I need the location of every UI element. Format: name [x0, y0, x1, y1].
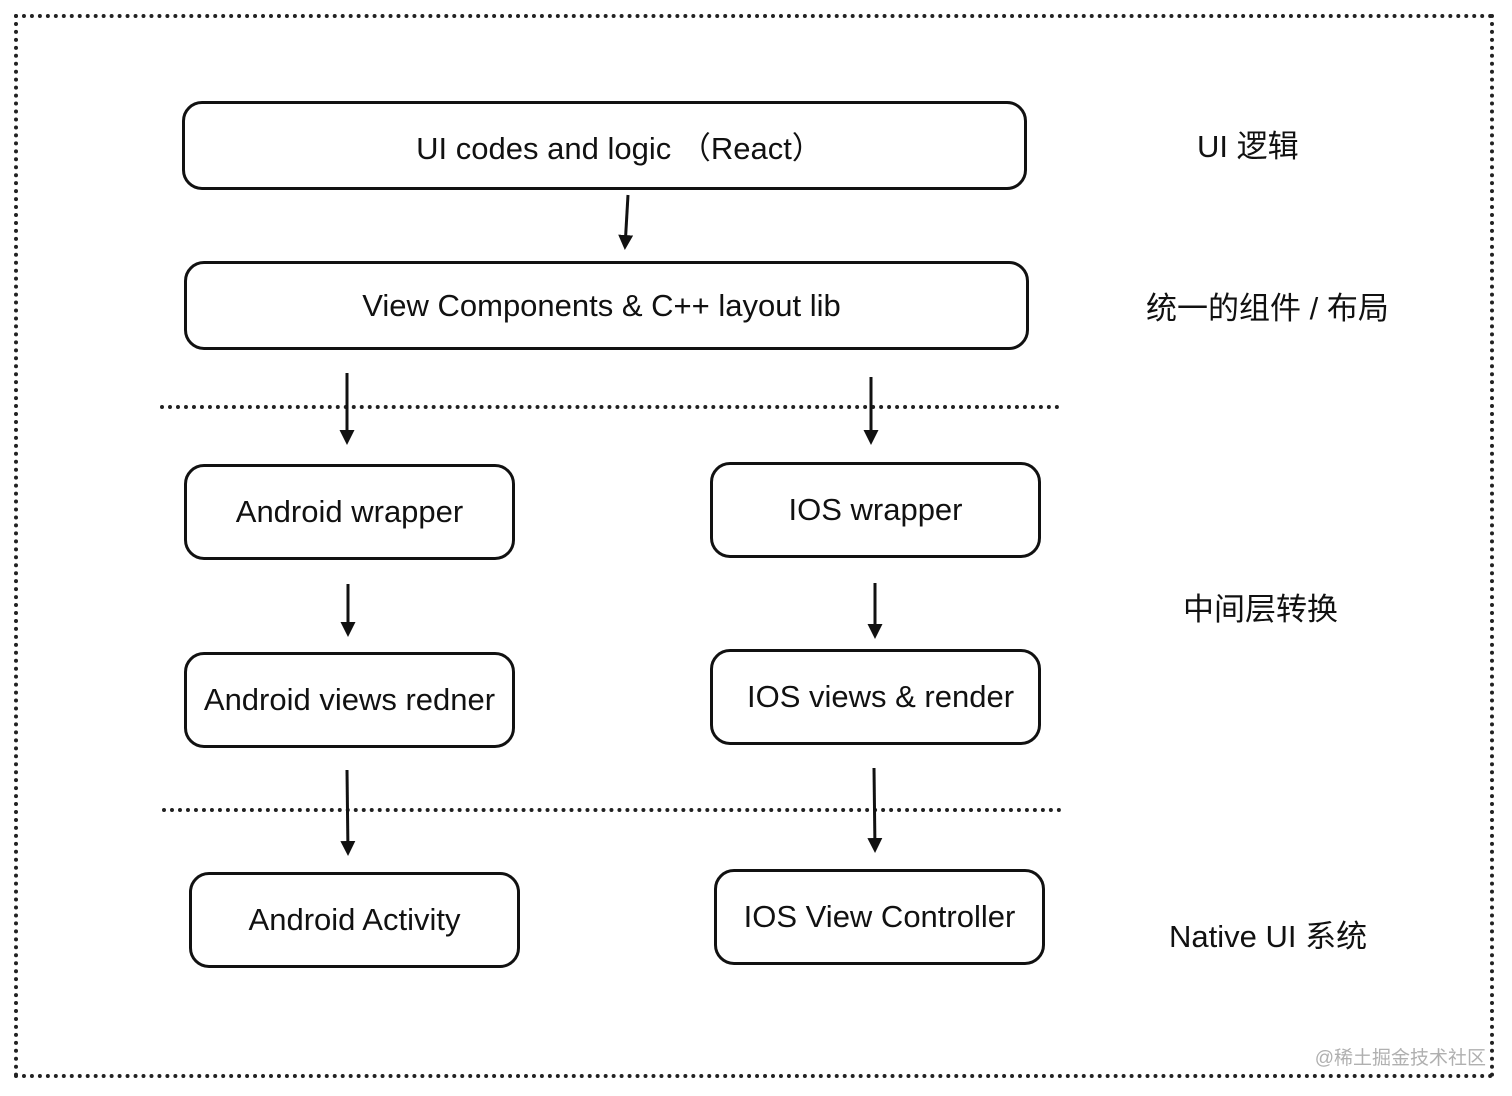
box-view-components-label: View Components & C++ layout lib — [362, 287, 841, 323]
layer-label-ui-logic: UI 逻辑 — [1197, 129, 1299, 164]
box-ios-wrapper: IOS wrapper — [710, 462, 1041, 558]
layer-label-middle-layer: 中间层转换 — [1183, 592, 1338, 627]
separator-line-upper — [160, 405, 1060, 409]
box-ui-codes-label: UI codes and logic （React） — [416, 131, 823, 166]
box-android-activity: Android Activity — [189, 872, 520, 968]
box-ios-view-controller: IOS View Controller — [714, 869, 1045, 965]
box-android-wrapper-label: Android wrapper — [235, 494, 464, 529]
arrow-android-views-to-activity — [340, 769, 356, 856]
box-ios-views-label: IOS views & render — [746, 679, 1015, 714]
box-android-views-label: Android views redner — [203, 682, 496, 717]
box-ios-view-controller-label: IOS View Controller — [743, 899, 1016, 934]
box-android-activity-label: Android Activity — [248, 902, 461, 937]
box-ui-codes: UI codes and logic （React） — [182, 101, 1027, 190]
arrow-ui-to-view — [618, 194, 634, 250]
box-android-wrapper: Android wrapper — [184, 464, 515, 560]
layer-label-native-ui: Native UI 系统 — [1169, 919, 1368, 954]
arrow-ios-views-to-controller — [867, 767, 883, 853]
watermark-text: @稀土掘金技术社区 — [1314, 1048, 1486, 1069]
separator-line-lower — [162, 808, 1062, 812]
box-view-components: View Components & C++ layout lib — [184, 261, 1029, 350]
box-ios-views: IOS views & render — [710, 649, 1041, 745]
box-android-views: Android views redner — [184, 652, 515, 748]
diagram-frame — [14, 14, 1494, 1078]
box-ios-wrapper-label: IOS wrapper — [788, 492, 963, 527]
layer-label-unified-components: 统一的组件 / 布局 — [1146, 291, 1389, 326]
